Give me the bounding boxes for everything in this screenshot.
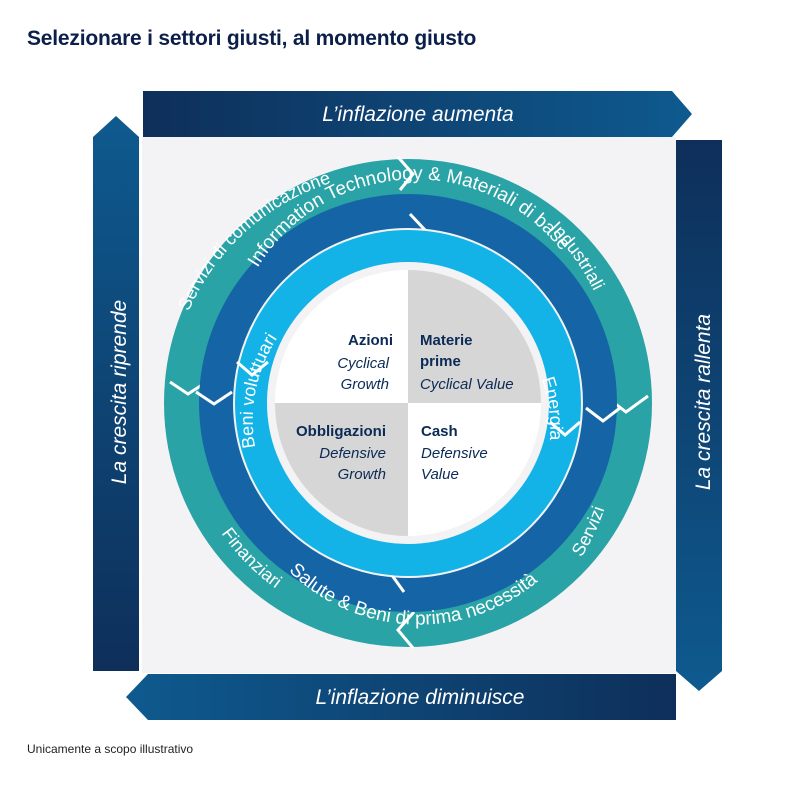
- outer-ring: [164, 159, 652, 647]
- quadrant-tl-line2: Growth: [341, 376, 389, 393]
- quadrant-tr-title-2: prime: [420, 353, 461, 370]
- arrow-top-label: L’inflazione aumenta: [322, 103, 513, 126]
- quadrant-bl-line2: Growth: [338, 466, 386, 483]
- quadrant-br-title: Cash: [421, 423, 458, 440]
- quadrant-top-right: [408, 270, 541, 403]
- quadrant-br-line1: Defensive: [421, 445, 488, 462]
- quadrant-br-line2: Value: [421, 466, 459, 483]
- inner-ring-chevron-left: [236, 360, 269, 377]
- arrow-inflation-rises: [143, 91, 692, 137]
- arrow-growth-slows: [676, 140, 722, 691]
- quadrant-tl-title: Azioni: [348, 332, 393, 349]
- quadrant-bl-line1: Defensive: [319, 445, 386, 462]
- arrow-left-label: La crescita riprende: [108, 300, 131, 484]
- outer-ring-chevron-top: [396, 156, 415, 191]
- middle-ring-chevron-left: [195, 390, 233, 406]
- quadrant-bottom-right: [408, 403, 541, 536]
- arrow-right-label: La crescita rallenta: [692, 314, 715, 490]
- center-quadrants: [275, 270, 541, 536]
- quadrant-tr-title-1: Materie: [420, 332, 473, 349]
- arrow-bottom-label: L’inflazione diminuisce: [316, 686, 525, 709]
- quadrant-bottom-left: [275, 403, 408, 536]
- quadrant-tr-line1: Cyclical Value: [420, 376, 514, 393]
- quadrant-bl-title: Obbligazioni: [296, 423, 386, 440]
- arrow-inflation-falls: [126, 674, 676, 720]
- page-title: Selezionare i settori giusti, al momento…: [27, 27, 477, 50]
- arrow-growth-recovers: [93, 116, 139, 671]
- quadrant-tl-line1: Cyclical: [337, 355, 389, 372]
- inner-ring-chevron-right: [549, 420, 581, 437]
- quadrant-top-left: [275, 270, 408, 403]
- footnote: Unicamente a scopo illustrativo: [27, 742, 194, 756]
- inner-ring: [235, 230, 581, 576]
- middle-ring-chevron-right: [585, 406, 621, 423]
- outer-ring-chevron-bottom: [396, 611, 416, 649]
